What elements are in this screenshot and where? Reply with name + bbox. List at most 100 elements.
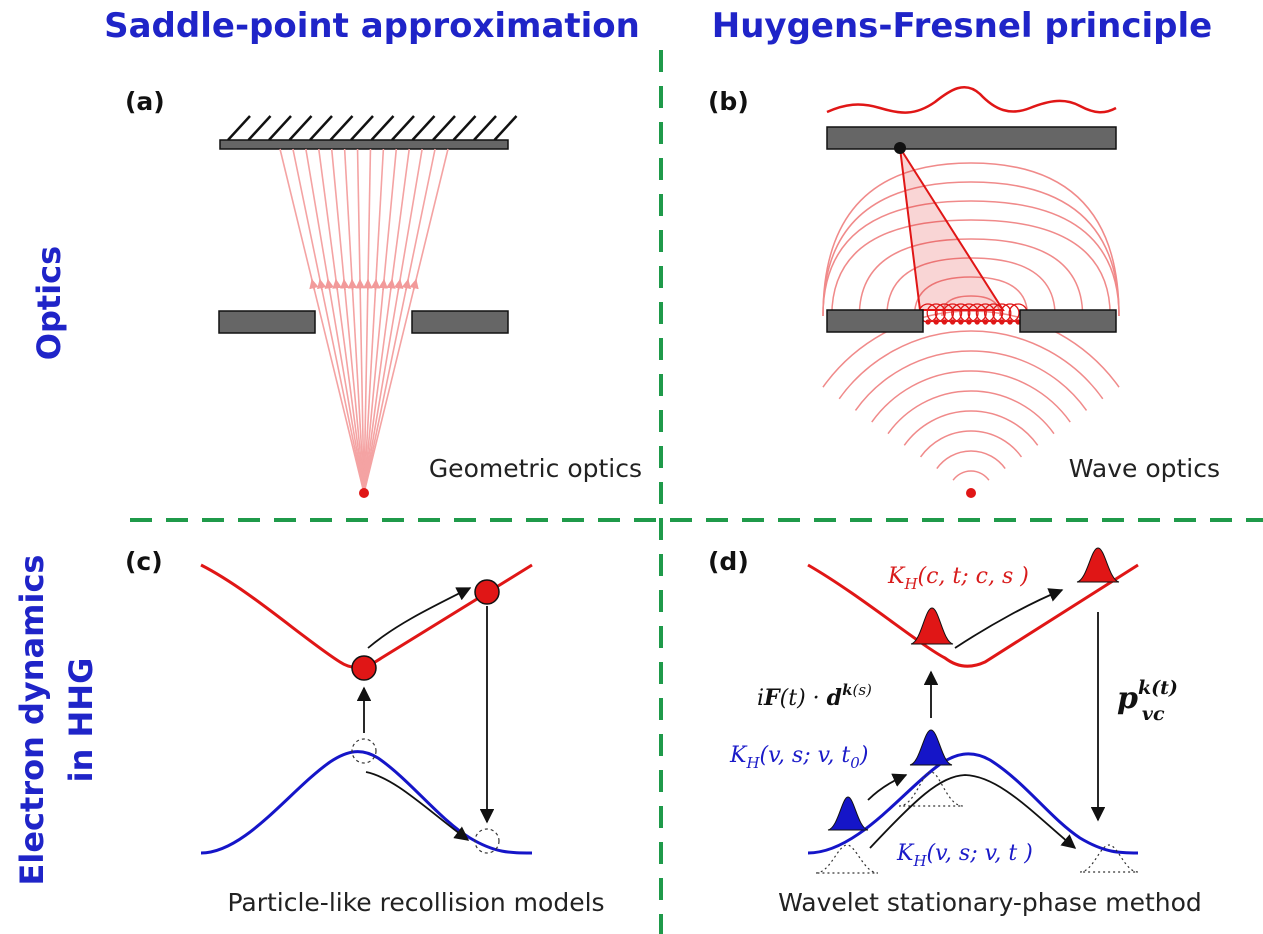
wavefront-above (941, 295, 1001, 317)
wavefront-below (887, 390, 1055, 435)
valence-short-arrow (867, 773, 908, 801)
panel-c-label: (c) (125, 547, 163, 576)
ray-arrowhead (370, 278, 381, 291)
hatch-line (329, 115, 354, 141)
wavefront-above (822, 200, 1120, 317)
hatch-line (309, 115, 333, 141)
hatch-line (268, 115, 292, 141)
observation-point (894, 142, 906, 154)
recombination-dipole-label: pk(t)vc (1117, 677, 1178, 725)
wavefront-below (952, 470, 990, 481)
path-fan (899, 147, 1005, 311)
panel-a-caption: Geometric optics (429, 454, 642, 483)
panel-c: (c) Particle-like recollision models (125, 547, 605, 917)
conduction-wavepacket-1 (910, 607, 954, 645)
ray (305, 148, 365, 494)
ray (363, 148, 449, 494)
hatch-line (288, 115, 313, 141)
hatch-line (432, 115, 456, 141)
slit-left-block-b (826, 309, 924, 333)
valence-propagation-arrow (869, 774, 1077, 849)
slit-right-block (411, 310, 509, 334)
valence-band (200, 750, 533, 855)
hatch-line (227, 115, 251, 141)
hatch-line (473, 115, 497, 141)
panel-b-label: (b) (708, 87, 749, 116)
ray (363, 148, 411, 494)
hatch-line (411, 115, 436, 141)
wavelet-source (950, 319, 956, 325)
excitation-label: iF(t) · dk(s) (757, 681, 872, 711)
electron-end (474, 579, 500, 605)
electron-path-arrow (367, 587, 472, 649)
top-row-title: Optics (30, 246, 68, 360)
ray (343, 148, 365, 494)
left-column-title: Saddle-point approximation (104, 6, 640, 46)
ray-arrowhead (378, 278, 389, 291)
screen (826, 126, 1117, 150)
hatch-line (452, 115, 477, 141)
hole-start (351, 738, 377, 764)
ray-arrowhead (324, 278, 335, 291)
wavefront-below (838, 330, 1104, 400)
point-source (359, 488, 369, 498)
hatch-line (350, 115, 374, 141)
wavelet-source (974, 319, 980, 325)
wavelet-source (933, 319, 939, 325)
panel-d: (d) KH(c, t; c, s ) iF(t) · dk(s) KH(v, … (708, 547, 1202, 917)
wavelet-source (958, 319, 964, 325)
hatch-line (370, 115, 395, 141)
ray (317, 148, 365, 494)
ghost-wavepacket-2 (898, 771, 964, 807)
ray-arrowhead (309, 278, 319, 291)
conduction-propagation-arrow (954, 588, 1064, 649)
bottom-row-title-line2: in HHG (62, 658, 100, 783)
ray (279, 148, 365, 494)
mirror-hatching (227, 115, 518, 141)
ray (363, 148, 398, 494)
mirror (219, 139, 509, 150)
ray (292, 148, 365, 494)
bottom-row-title-line1: Electron dynamics (13, 555, 51, 886)
wavefront-above (913, 276, 1029, 317)
hole-path-arrow (365, 771, 470, 841)
wavelet-source (966, 319, 972, 325)
wavelet-source (991, 319, 997, 325)
hatch-line (247, 115, 272, 141)
wavelet-source (941, 319, 948, 325)
ray (363, 148, 372, 494)
ray-arrowhead (316, 278, 327, 291)
kernel-valence-t-label: KH(v, s; v, t ) (896, 841, 1033, 870)
ray-arrowhead (347, 278, 358, 291)
valence-wavepacket-2 (909, 729, 953, 766)
hole-end (474, 828, 500, 854)
slit-right-block-b (1019, 309, 1117, 333)
ray-arrowhead (386, 278, 396, 291)
wavefront-below (903, 410, 1039, 446)
kernel-valence-t0-label: KH(v, s; v, t0) (729, 743, 868, 772)
wavefront-above (822, 162, 1120, 317)
ray (363, 148, 423, 494)
wavefront-above (831, 219, 1111, 317)
wavelet (1000, 303, 1020, 323)
wavefront-below (919, 430, 1023, 458)
wavelet-source (999, 319, 1005, 325)
ray-arrowhead (393, 278, 404, 291)
ray-arrowhead (409, 278, 419, 291)
ray (330, 148, 365, 494)
ray-arrowhead (339, 278, 350, 291)
ghost-wavepacket-3 (1079, 844, 1139, 873)
valence-wavepacket-1 (827, 796, 869, 831)
intensity-pattern-curve (826, 85, 1117, 114)
wavefront-above (858, 238, 1084, 317)
panel-d-caption: Wavelet stationary-phase method (778, 888, 1202, 917)
wavelet-source (925, 319, 931, 325)
panel-a-label: (a) (125, 87, 165, 116)
kernel-conduction-label: KH(c, t; c, s ) (887, 564, 1029, 593)
geometric-rays (279, 148, 449, 494)
conduction-wavepacket-2 (1076, 547, 1120, 583)
panel-b: (b) Wave optics (708, 85, 1220, 498)
wavefront-below (854, 350, 1088, 411)
point-source-b (966, 488, 976, 498)
